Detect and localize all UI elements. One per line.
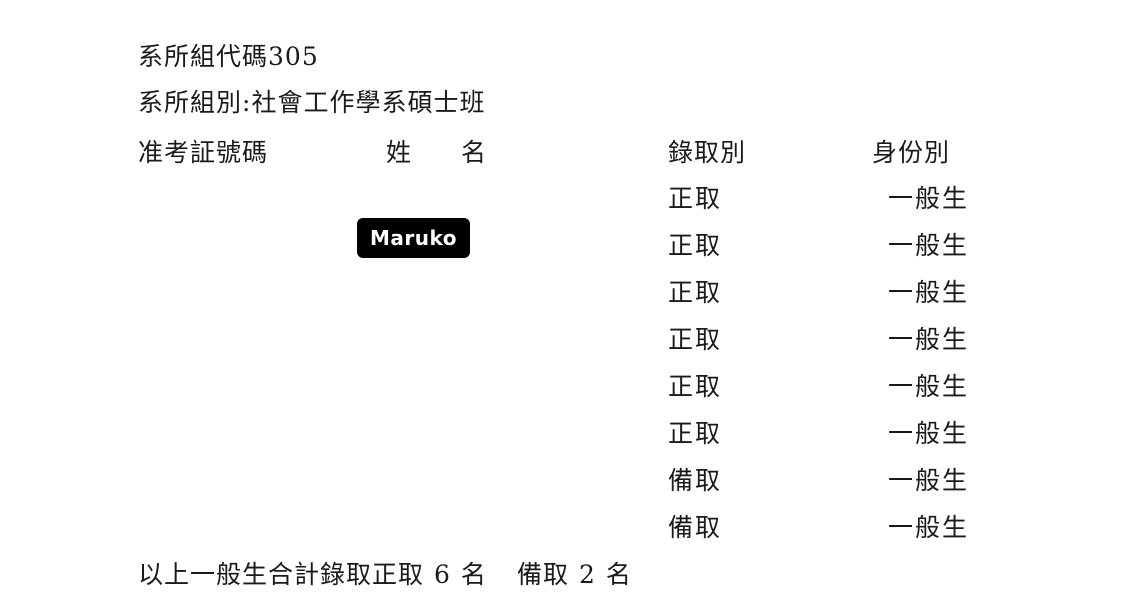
status-cell: 一般生 bbox=[888, 513, 970, 542]
table-row: 正取 一般生 bbox=[0, 372, 1125, 419]
dept-name-line: 系所組別:社會工作學系碩士班 bbox=[138, 88, 485, 118]
summary-unit-2: 名 bbox=[605, 560, 632, 589]
table-row: 備取 一般生 bbox=[0, 466, 1125, 513]
dept-code-value: 305 bbox=[268, 42, 319, 71]
table-row: 正取 一般生 bbox=[0, 278, 1125, 325]
overlay-name-label: Maruko bbox=[357, 218, 470, 258]
column-header-exam-number: 准考証號碼 bbox=[138, 138, 269, 167]
status-cell: 一般生 bbox=[888, 184, 970, 213]
table-row: 正取 一般生 bbox=[0, 231, 1125, 278]
table-row: 備取 一般生 bbox=[0, 513, 1125, 560]
admission-type-cell: 正取 bbox=[668, 325, 723, 354]
dept-name-value: 社會工作學系碩士班 bbox=[251, 88, 486, 117]
dept-code-label: 系所組代碼 bbox=[138, 42, 269, 71]
status-cell: 一般生 bbox=[888, 231, 970, 260]
dept-code-line: 系所組代碼305 bbox=[138, 42, 319, 72]
table-row: 正取 一般生 bbox=[0, 325, 1125, 372]
admission-rows: 正取 一般生 正取 一般生 正取 一般生 正取 一般生 正取 一般生 正取 一般… bbox=[0, 184, 1125, 560]
column-header-admission-type: 錄取別 bbox=[668, 138, 747, 167]
dept-name-label: 系所組別: bbox=[138, 88, 252, 117]
admission-type-cell: 正取 bbox=[668, 419, 723, 448]
table-row: 正取 一般生 bbox=[0, 419, 1125, 466]
status-cell: 一般生 bbox=[888, 278, 970, 307]
status-cell: 一般生 bbox=[888, 466, 970, 495]
admission-type-cell: 備取 bbox=[668, 466, 723, 495]
status-cell: 一般生 bbox=[888, 419, 970, 448]
table-row: 正取 一般生 bbox=[0, 184, 1125, 231]
admission-type-cell: 正取 bbox=[668, 231, 723, 260]
admission-type-cell: 正取 bbox=[668, 372, 723, 401]
summary-waitlist-label: 備取 bbox=[516, 560, 569, 589]
summary-regular-count: 6 bbox=[434, 560, 451, 589]
column-header-name: 姓名 bbox=[386, 138, 537, 167]
admission-type-cell: 備取 bbox=[668, 513, 723, 542]
summary-unit-1: 名 bbox=[460, 560, 487, 589]
admission-type-cell: 正取 bbox=[668, 184, 723, 213]
summary-prefix: 以上一般生合計錄取正取 bbox=[138, 560, 425, 589]
status-cell: 一般生 bbox=[888, 372, 970, 401]
column-header-status: 身份別 bbox=[872, 138, 951, 167]
status-cell: 一般生 bbox=[888, 325, 970, 354]
admission-type-cell: 正取 bbox=[668, 278, 723, 307]
summary-waitlist-count: 2 bbox=[578, 560, 596, 589]
